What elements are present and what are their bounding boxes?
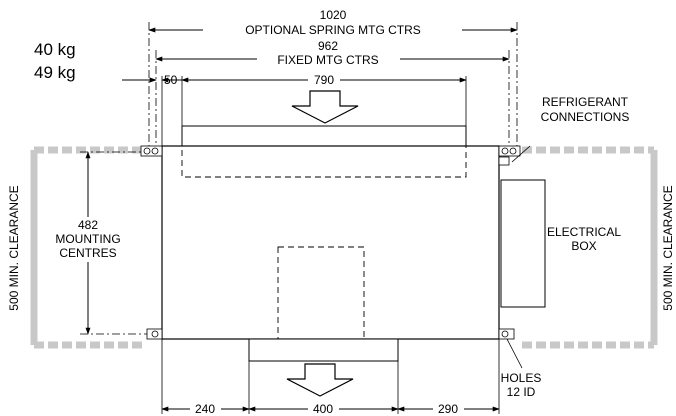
mounting-feet-right bbox=[498, 145, 521, 340]
dimension-482-label-2: CENTRES bbox=[59, 246, 116, 260]
clearance-right-label: 500 MIN. CLEARANCE bbox=[661, 185, 675, 310]
dimension-962-value: 962 bbox=[318, 39, 338, 53]
dimension-50-value: 50 bbox=[164, 73, 178, 87]
top-collar bbox=[181, 125, 467, 147]
bottom-collar bbox=[248, 338, 399, 362]
dimension-482 bbox=[80, 151, 147, 335]
dimension-240-value: 240 bbox=[195, 402, 215, 416]
airflow-in-arrow bbox=[291, 90, 359, 124]
weight-line-2: 49 kg bbox=[34, 63, 76, 82]
dimension-482-value: 482 bbox=[78, 218, 98, 232]
clearance-zone-right bbox=[522, 146, 658, 349]
electrical-label-1: ELECTRICAL bbox=[547, 225, 621, 239]
dimension-482-label-1: MOUNTING bbox=[55, 232, 120, 246]
airflow-out-arrow bbox=[286, 363, 354, 397]
electrical-label-2: BOX bbox=[571, 239, 596, 253]
dimension-290-value: 290 bbox=[438, 402, 458, 416]
hidden-duct-outline bbox=[181, 145, 467, 178]
holes-label-2: 12 ID bbox=[507, 385, 536, 399]
refrigerant-connection-stub bbox=[498, 156, 510, 166]
dimension-790-value: 790 bbox=[314, 73, 334, 87]
refrigerant-label-2: CONNECTIONS bbox=[541, 110, 630, 124]
clearance-left-label: 500 MIN. CLEARANCE bbox=[7, 185, 21, 310]
electrical-box bbox=[500, 179, 546, 308]
dimension-962-label: FIXED MTG CTRS bbox=[277, 53, 378, 67]
weight-line-1: 40 kg bbox=[34, 40, 76, 59]
dimension-1020-label: OPTIONAL SPRING MTG CTRS bbox=[245, 23, 421, 37]
clearance-zone-left bbox=[30, 146, 142, 349]
mounting-feet-left bbox=[140, 145, 163, 340]
unit-body bbox=[161, 145, 500, 340]
extension-lines bbox=[148, 22, 518, 152]
dimension-400-value: 400 bbox=[313, 402, 333, 416]
dimension-1020-value: 1020 bbox=[320, 8, 347, 22]
holes-label-1: HOLES bbox=[501, 371, 542, 385]
refrigerant-label-1: REFRIGERANT bbox=[542, 95, 629, 109]
